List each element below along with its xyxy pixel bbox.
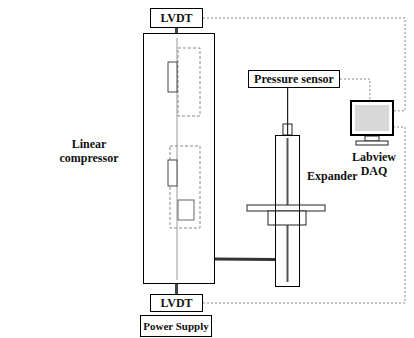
flange-sleeve	[268, 211, 306, 225]
node-label: LVDT	[160, 11, 192, 25]
computer-monitor: Labview DAQ	[350, 100, 394, 136]
signal-line	[203, 18, 405, 111]
flange	[247, 205, 325, 211]
signal-line	[340, 79, 370, 100]
compressor-housing: Linear compressor	[143, 33, 215, 284]
lvdt-box: LVDT	[150, 294, 203, 312]
magnet-block	[168, 62, 177, 92]
expander-tube: Expander	[275, 135, 300, 287]
power-supply-box: Power Supply	[140, 315, 212, 337]
outside-heading: Labview DAQ	[344, 150, 404, 178]
connector	[215, 257, 275, 261]
piston-head	[178, 200, 194, 220]
connector	[175, 284, 178, 294]
node-label: Pressure sensor	[254, 72, 334, 86]
monitor-stand	[365, 136, 379, 141]
signal-line	[203, 127, 405, 303]
outside-heading: Linear compressor	[47, 137, 131, 165]
screen	[355, 105, 389, 131]
piston-block	[168, 160, 177, 186]
connector	[287, 88, 288, 135]
piston-cylinder	[170, 146, 200, 228]
node-label: LVDT	[160, 296, 192, 310]
moving-magnet	[178, 48, 200, 116]
outside-heading: Expander	[307, 169, 369, 183]
lvdt-box: LVDT	[150, 8, 203, 28]
node-label: Power Supply	[143, 321, 209, 331]
monitor-base	[356, 141, 388, 145]
sensor-box: Pressure sensor	[248, 70, 340, 88]
